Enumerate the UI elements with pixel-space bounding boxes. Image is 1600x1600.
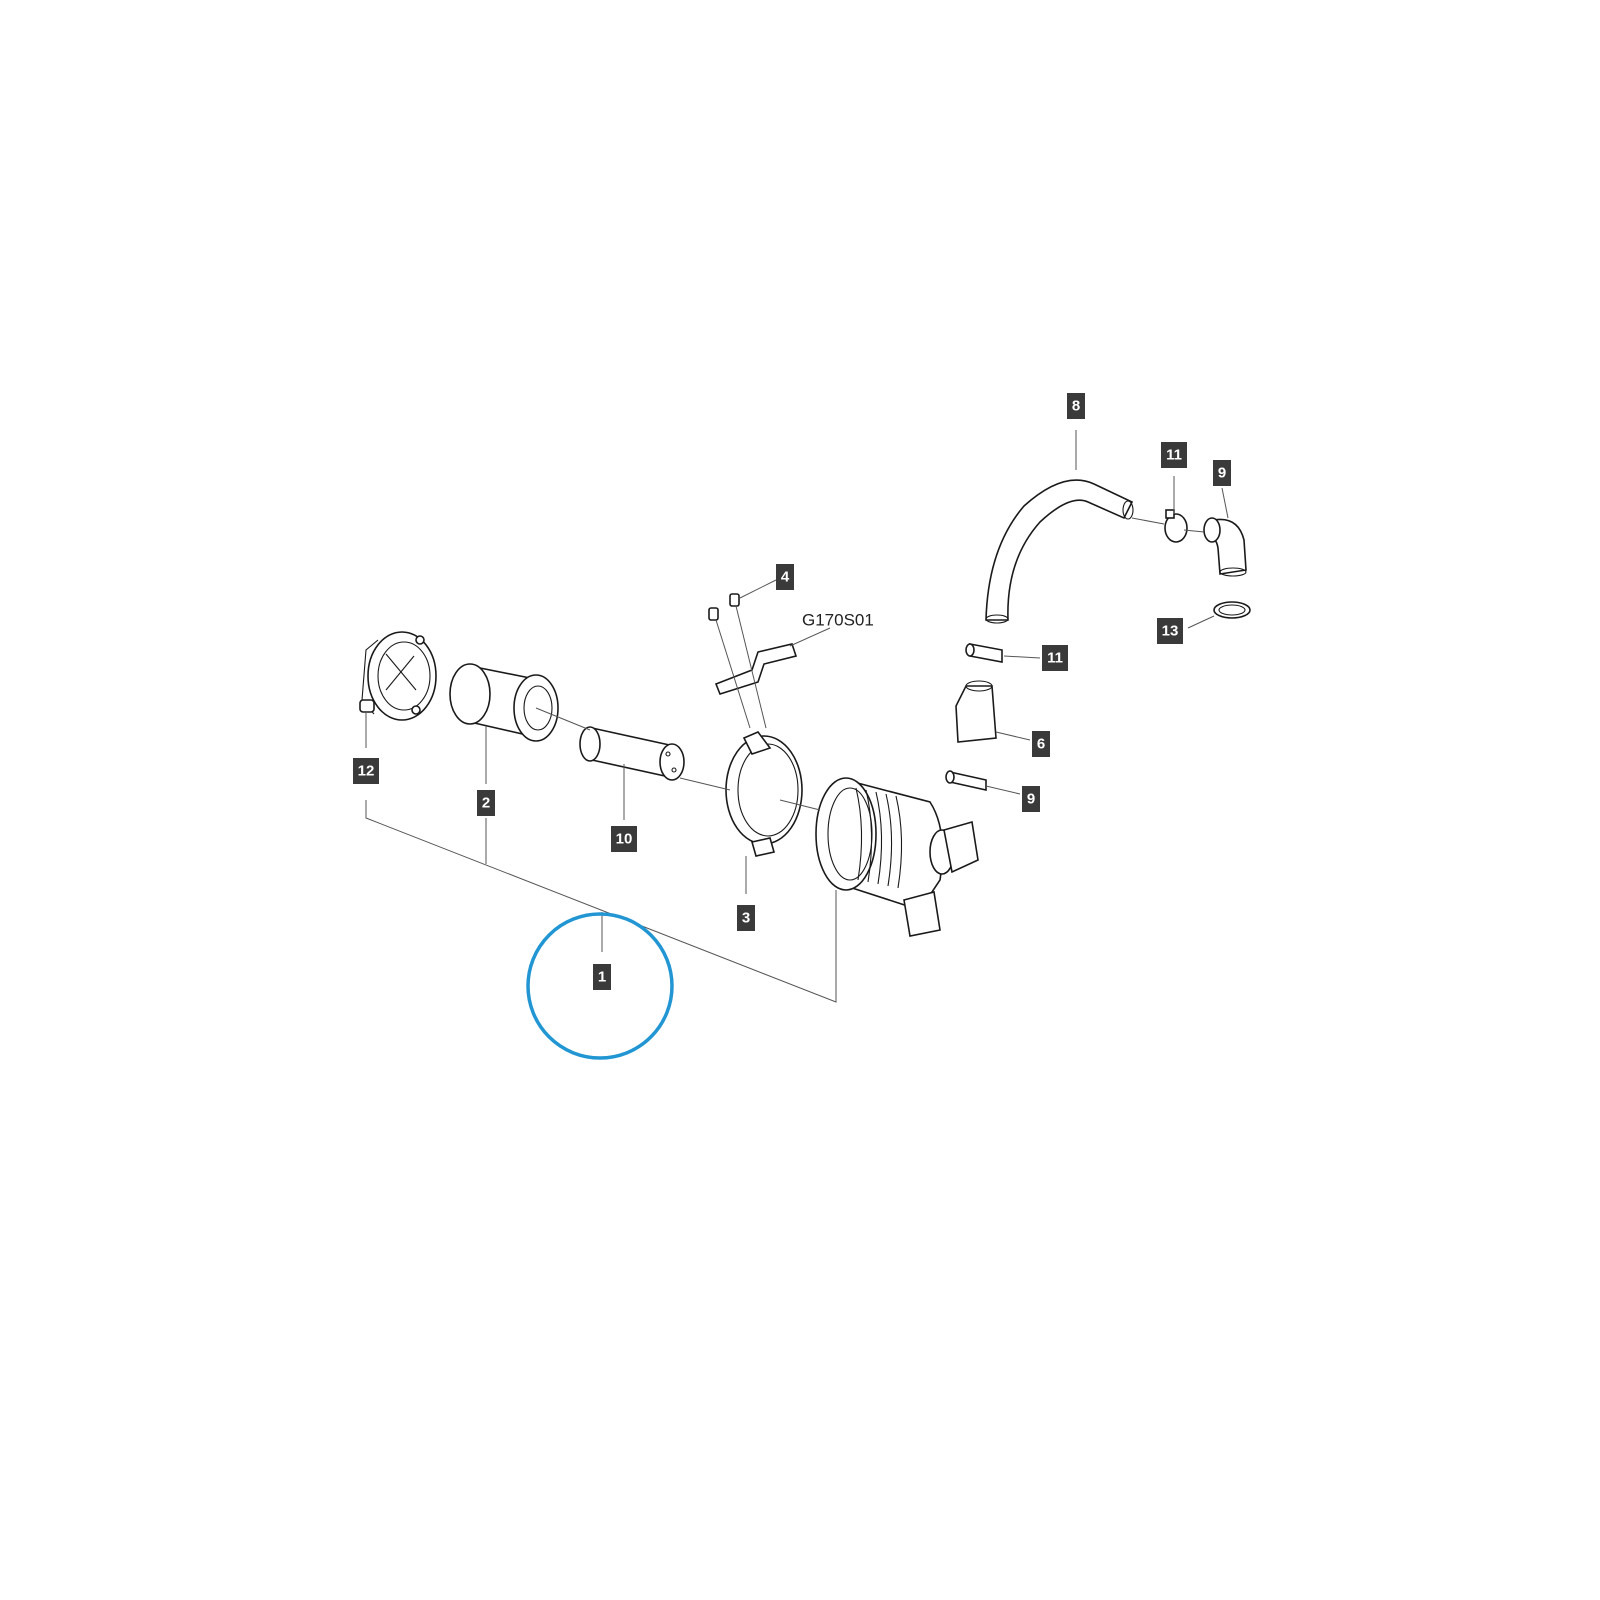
- callout-8: 8: [1067, 393, 1085, 419]
- callout-label: 11: [1047, 650, 1063, 667]
- callout-label: 2: [482, 795, 490, 812]
- callout-label: 12: [358, 763, 375, 780]
- callout-6: 6: [1032, 731, 1050, 757]
- callout-label: 4: [781, 569, 790, 586]
- part-small-pipe: [965, 643, 1003, 663]
- part-small-fitting-lower: [945, 770, 987, 791]
- part-elbow: [1203, 517, 1247, 577]
- part-bent-hose: [985, 479, 1134, 624]
- callout-11-upper: 11: [1161, 442, 1187, 468]
- leader-lines: [365, 430, 1229, 1003]
- part-bracket: [714, 643, 798, 695]
- callout-9-lower: 9: [1022, 786, 1040, 812]
- callout-1: 1: [593, 964, 611, 990]
- callout-4: 4: [776, 564, 794, 590]
- callout-10: 10: [611, 826, 637, 852]
- callout-label: 9: [1027, 791, 1035, 808]
- callout-3: 3: [737, 905, 755, 931]
- part-end-cap: [359, 631, 437, 721]
- part-reducer-hose: [955, 680, 997, 743]
- reference-label: G170S01: [802, 611, 874, 630]
- callout-label: 11: [1166, 447, 1182, 464]
- part-filter-element: [449, 663, 559, 742]
- callout-label: 10: [616, 831, 633, 848]
- part-screws: [708, 593, 740, 621]
- part-band-clamp: [725, 731, 803, 857]
- callout-11-lower: 11: [1042, 645, 1068, 671]
- part-hose-clamp-lower: [1213, 601, 1251, 619]
- callout-label: 1: [598, 969, 606, 986]
- part-safety-element: [579, 726, 685, 781]
- callout-label: 8: [1072, 398, 1080, 415]
- callout-2: 2: [477, 790, 495, 816]
- callout-label: 13: [1162, 623, 1179, 640]
- callout-12: 12: [353, 758, 379, 784]
- callout-label: 9: [1218, 465, 1226, 482]
- part-hose-clamp-upper: [1164, 509, 1188, 543]
- part-filter-housing: [815, 777, 979, 937]
- highlight-circle: [526, 912, 674, 1060]
- callout-9-upper: 9: [1213, 460, 1231, 486]
- callout-13: 13: [1157, 618, 1183, 644]
- callout-label: 3: [742, 910, 750, 927]
- callout-label: 6: [1037, 736, 1045, 753]
